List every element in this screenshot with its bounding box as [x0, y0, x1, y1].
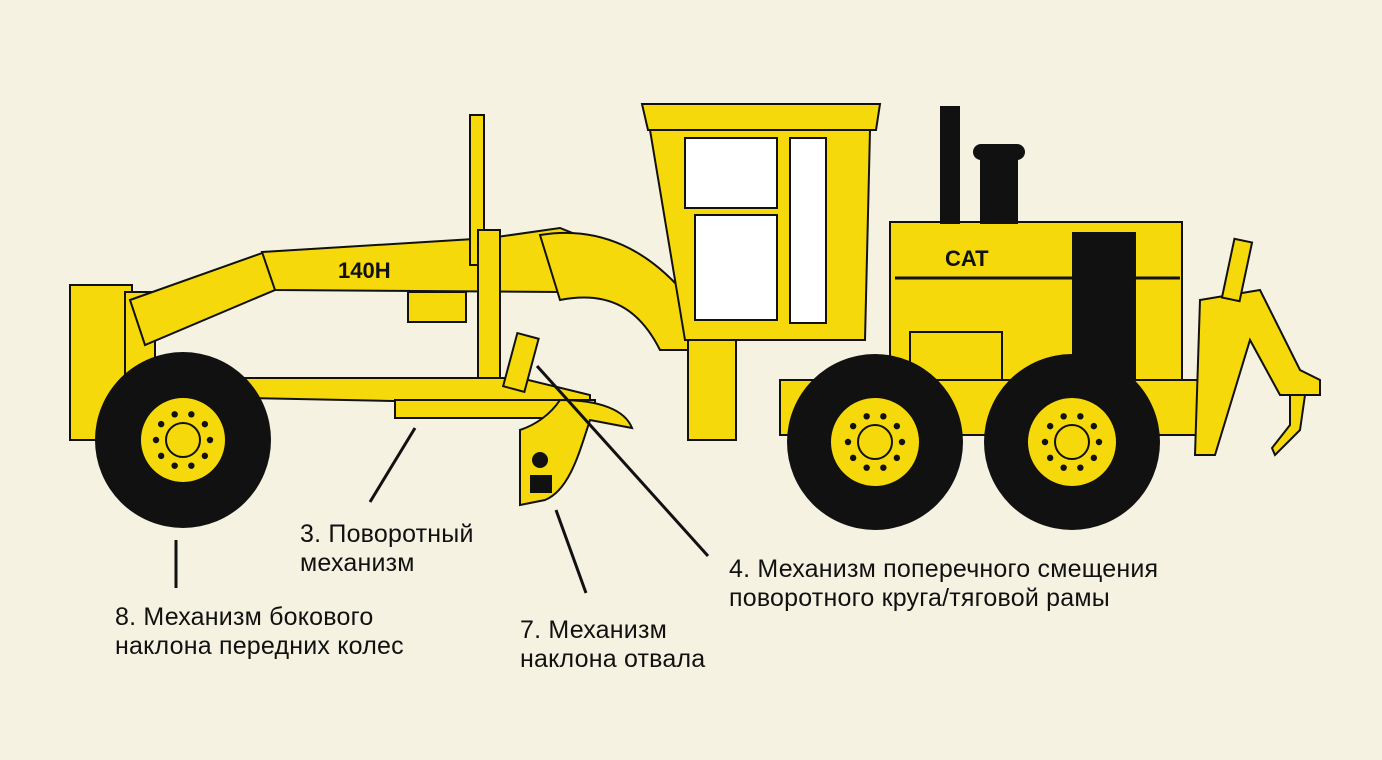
air-precleaner-cap: [973, 144, 1025, 160]
wheel-bolt: [880, 413, 887, 420]
wheel-bolt: [1077, 413, 1084, 420]
lift-cylinder-body: [477, 229, 501, 381]
callout-4: 4. Механизм поперечного смещения поворот…: [729, 555, 1158, 613]
ripper-shank: [1270, 394, 1307, 457]
wheel-bolt: [201, 452, 209, 460]
wheel-bolt: [893, 422, 901, 430]
blade-tip-block: [530, 475, 552, 493]
wheel-bolt: [898, 438, 906, 446]
wheel-bolt: [863, 413, 870, 420]
leader-line-3: [368, 427, 417, 503]
wheel-bolt: [849, 454, 857, 462]
cab-window-front: [684, 137, 778, 209]
wheel-bolt: [171, 462, 178, 469]
wheel-bolt: [157, 420, 165, 428]
wheel-bolt: [863, 464, 870, 471]
wheel-bolt: [188, 411, 195, 418]
wheel-bolt: [880, 464, 887, 471]
wheel-bolt: [1060, 464, 1067, 471]
cab-door-window: [789, 137, 827, 324]
rear-wheel-front: [787, 354, 963, 530]
callout-8-line1: 8. Механизм бокового: [115, 603, 374, 631]
front-frame-arm: [128, 250, 277, 347]
wheel-bolt: [157, 452, 165, 460]
callout-7: 7. Механизм наклона отвала: [520, 616, 705, 674]
wheel-bolt: [188, 462, 195, 469]
wheel-bolt: [1090, 422, 1098, 430]
wheel-bolt: [1095, 438, 1103, 446]
callout-7-line2: наклона отвала: [520, 645, 706, 673]
leader-line-4: [535, 364, 710, 558]
wheel-bolt: [1060, 413, 1067, 420]
callout-8-line2: наклона передних колес: [115, 632, 404, 660]
exhaust-stack: [940, 106, 960, 224]
rear-wheel-rear: [984, 354, 1160, 530]
wheel-bolt: [171, 411, 178, 418]
blade-tip-hydraulic: [532, 452, 548, 468]
wheel-bolt: [1077, 464, 1084, 471]
wheel-bolt: [206, 436, 214, 444]
callout-8: 8. Механизм бокового наклона передних ко…: [115, 603, 404, 661]
wheel-bolt: [844, 438, 852, 446]
side-shift-cylinder: [501, 331, 540, 394]
callout-7-line1: 7. Механизм: [520, 616, 667, 644]
cab-roof: [640, 103, 882, 131]
wheel-bolt: [1090, 454, 1098, 462]
front-wheel: [95, 352, 271, 528]
brand-badge: CAT: [945, 246, 989, 271]
air-precleaner: [980, 150, 1018, 224]
model-badge: 140H: [338, 258, 391, 283]
wheel-bolt: [893, 454, 901, 462]
callout-3-line1: 3. Поворотный: [300, 520, 474, 548]
wheel-bolt: [1041, 438, 1049, 446]
ripper-frame: [1193, 288, 1321, 456]
ripper-post: [1220, 237, 1254, 303]
wheel-bolt: [1046, 454, 1054, 462]
cab-window-lower: [694, 214, 778, 321]
wheel-bolt: [152, 436, 160, 444]
callout-3-line2: механизм: [300, 549, 415, 577]
frame-box: [407, 291, 467, 323]
callout-3: 3. Поворотный механизм: [300, 520, 474, 578]
wheel-bolt: [201, 420, 209, 428]
leader-line-7: [554, 509, 588, 594]
cab-step-ladder: [687, 339, 737, 441]
callout-4-line2: поворотного круга/тяговой рамы: [729, 584, 1110, 612]
callout-4-line1: 4. Механизм поперечного смещения: [729, 555, 1159, 583]
wheel-bolt: [849, 422, 857, 430]
wheel-bolt: [1046, 422, 1054, 430]
